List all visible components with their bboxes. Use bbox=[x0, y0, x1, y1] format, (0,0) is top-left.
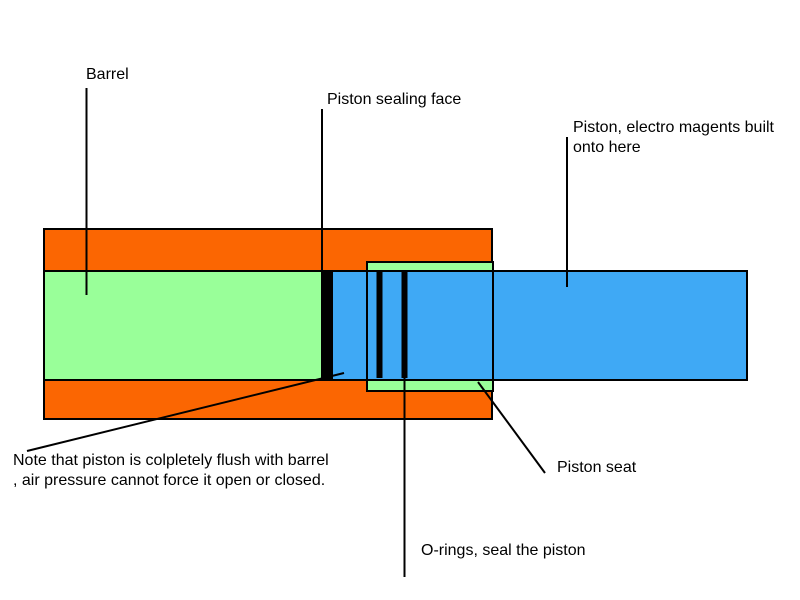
piston-label: Piston, electro magents built onto here bbox=[573, 118, 774, 158]
piston-seat-outline bbox=[366, 261, 494, 392]
piston-label-line2: onto here bbox=[573, 139, 641, 156]
barrel-label: Barrel bbox=[86, 66, 129, 83]
flush-note-label: Note that piston is colpletely flush wit… bbox=[13, 451, 329, 491]
piston-label-line1: Piston, electro magents built bbox=[573, 119, 774, 136]
piston-seat-label: Piston seat bbox=[557, 459, 637, 476]
barrel-bore bbox=[43, 270, 321, 381]
piston-sealing-face-bar bbox=[321, 270, 333, 381]
o-rings-label: O-rings, seal the piston bbox=[421, 542, 586, 559]
piston-rod bbox=[492, 270, 748, 381]
piston-inside-barrel bbox=[333, 270, 492, 381]
flush-note-line1: Note that piston is colpletely flush wit… bbox=[13, 452, 329, 469]
piston-sealing-face-label: Piston sealing face bbox=[327, 91, 462, 108]
flush-note-line2: , air pressure cannot force it open or c… bbox=[13, 472, 326, 489]
